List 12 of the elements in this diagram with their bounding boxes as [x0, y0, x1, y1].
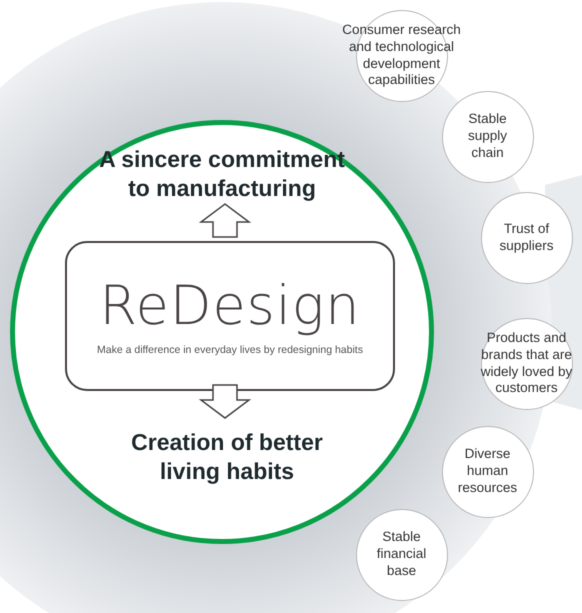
vision-heading: ReDesign	[100, 276, 360, 336]
vision-tagline: Make a difference in everyday lives by redesigning habits	[97, 344, 363, 356]
block-arrow	[198, 384, 252, 419]
block-arrow	[198, 203, 252, 238]
heading-text: Creation of better living habits	[117, 425, 337, 489]
vision-box	[65, 241, 395, 391]
circle-label: Consumer research and technological development capabilities	[341, 20, 462, 90]
circle-label: Stable financial base	[376, 528, 428, 580]
circle-label: Diverse human resources	[456, 445, 518, 497]
circle-label: Products and brands that are widely loved by customers	[480, 328, 574, 398]
circle-label: Stable supply chain	[466, 110, 508, 162]
circle-label: Trust of suppliers	[498, 220, 555, 255]
